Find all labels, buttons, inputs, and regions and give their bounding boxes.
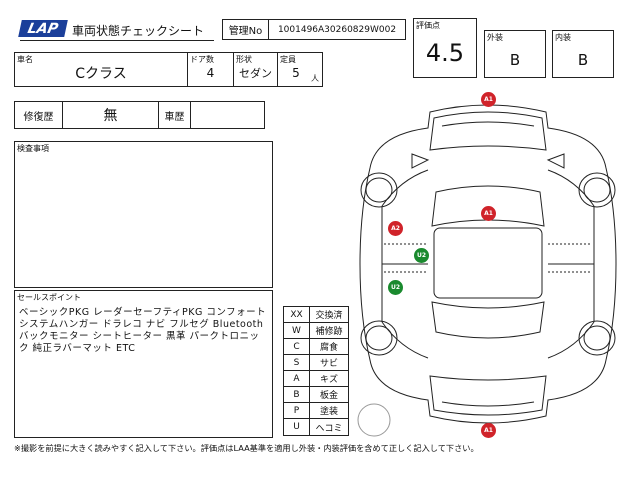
rear-window bbox=[431, 301, 545, 339]
exterior-value: B bbox=[509, 51, 521, 69]
doors-cell: ドア数 4 bbox=[188, 53, 234, 86]
registration-value bbox=[191, 102, 264, 128]
history-row: 修復歴 無 車歴 bbox=[14, 101, 265, 129]
logo-text: LAP bbox=[26, 20, 60, 37]
repair-label: 修復歴 bbox=[15, 102, 63, 128]
car-name-value: Cクラス bbox=[75, 66, 127, 82]
interior-label: 内装 bbox=[555, 33, 571, 42]
sales-text: ベーシックPKG レーダーセーフティPKG コンフォートシステムハンガー ドラレ… bbox=[19, 307, 267, 354]
legend-code: W bbox=[284, 323, 310, 338]
legend-row: B 板金 bbox=[284, 387, 348, 403]
legend-meaning: サビ bbox=[319, 359, 338, 369]
legend-row: A キズ bbox=[284, 371, 348, 387]
hood bbox=[429, 111, 547, 151]
shape-cell: 形状 セダン bbox=[234, 53, 278, 86]
capacity-label: 定員 bbox=[280, 55, 296, 64]
damage-marker[interactable]: A1 bbox=[481, 92, 496, 107]
exterior-box: 外装 B bbox=[484, 30, 546, 78]
legend-row: XX 交換済 bbox=[284, 307, 348, 323]
damage-marker[interactable]: A2 bbox=[388, 221, 403, 236]
left-mirror bbox=[411, 153, 430, 169]
management-no-box: 管理No 1001496A30260829W002 bbox=[222, 19, 406, 40]
legend-meaning: 板金 bbox=[319, 391, 338, 401]
footer-note: ※撮影を前提に大きく読みやすく記入して下さい。評価点はLAA基準を適用し外装・内… bbox=[14, 443, 479, 453]
legend-code: S bbox=[284, 355, 310, 370]
rating-value: 4.5 bbox=[425, 39, 465, 67]
legend-meaning: 腐食 bbox=[319, 343, 338, 353]
legend-meaning: キズ bbox=[319, 375, 338, 385]
roof bbox=[433, 227, 543, 299]
title-underline bbox=[20, 40, 214, 41]
car-name-cell: 車名 Cクラス bbox=[15, 53, 188, 86]
inspection-box: 検査事項 bbox=[14, 141, 273, 288]
management-no-label: 管理No bbox=[223, 20, 269, 39]
legend-row: S サビ bbox=[284, 355, 348, 371]
damage-marker[interactable]: U2 bbox=[414, 248, 429, 263]
repair-value: 無 bbox=[63, 102, 159, 128]
trunk bbox=[429, 375, 547, 416]
damage-marker[interactable]: A1 bbox=[481, 206, 496, 221]
left-side bbox=[381, 169, 429, 359]
legend-code: A bbox=[284, 371, 310, 386]
registration-label: 車歴 bbox=[159, 102, 191, 128]
right-side bbox=[547, 169, 595, 359]
rating-label: 評価点 bbox=[416, 21, 440, 30]
shape-value: セダン bbox=[239, 67, 272, 80]
capacity-value: 5 bbox=[292, 66, 300, 80]
legend-meaning: 交換済 bbox=[315, 311, 343, 321]
sheet-title: 車両状態チェックシート bbox=[72, 24, 205, 38]
inspection-label: 検査事項 bbox=[17, 144, 49, 153]
legend-row: P 塗装 bbox=[284, 403, 348, 419]
doors-label: ドア数 bbox=[190, 55, 214, 64]
legend-meaning: ヘコミ bbox=[315, 423, 343, 434]
damage-marker[interactable]: U2 bbox=[388, 280, 403, 295]
doors-value: 4 bbox=[206, 66, 215, 80]
vehicle-row: 車名 Cクラス ドア数 4 形状 セダン 定員 5 人 bbox=[14, 52, 323, 87]
legend-row: W 補修跡 bbox=[284, 323, 348, 339]
interior-box: 内装 B bbox=[552, 30, 614, 78]
legend-code: XX bbox=[284, 307, 310, 322]
legend-code: U bbox=[284, 419, 310, 435]
shape-label: 形状 bbox=[236, 55, 252, 64]
legend-meaning: 補修跡 bbox=[315, 327, 343, 337]
sales-box: セールスポイント ベーシックPKG レーダーセーフティPKG コンフォートシステ… bbox=[14, 290, 273, 438]
legend-row: U ヘコミ bbox=[284, 419, 348, 435]
legend-meaning: 塗装 bbox=[319, 407, 338, 417]
capacity-cell: 定員 5 人 bbox=[278, 53, 322, 86]
spare-tire bbox=[357, 403, 391, 437]
sales-label: セールスポイント bbox=[17, 293, 81, 302]
damage-legend: XX 交換済 W 補修跡 C 腐食 S サビ A キズ B 板金 P 塗装 U ヘコミ bbox=[283, 306, 349, 436]
damage-marker[interactable]: A1 bbox=[481, 423, 496, 438]
legend-code: C bbox=[284, 339, 310, 354]
exterior-label: 外装 bbox=[487, 33, 503, 42]
legend-row: C 腐食 bbox=[284, 339, 348, 355]
interior-value: B bbox=[577, 51, 589, 69]
wheels bbox=[360, 172, 616, 356]
car-name-label: 車名 bbox=[17, 55, 33, 64]
legend-code: P bbox=[284, 403, 310, 418]
body-outline bbox=[359, 104, 617, 424]
management-no-value: 1001496A30260829W002 bbox=[277, 24, 397, 35]
lap-logo: LAP bbox=[18, 20, 68, 37]
rating-box: 評価点 4.5 bbox=[413, 18, 477, 78]
right-mirror bbox=[546, 153, 565, 169]
legend-code: B bbox=[284, 387, 310, 402]
capacity-unit: 人 bbox=[311, 74, 319, 83]
